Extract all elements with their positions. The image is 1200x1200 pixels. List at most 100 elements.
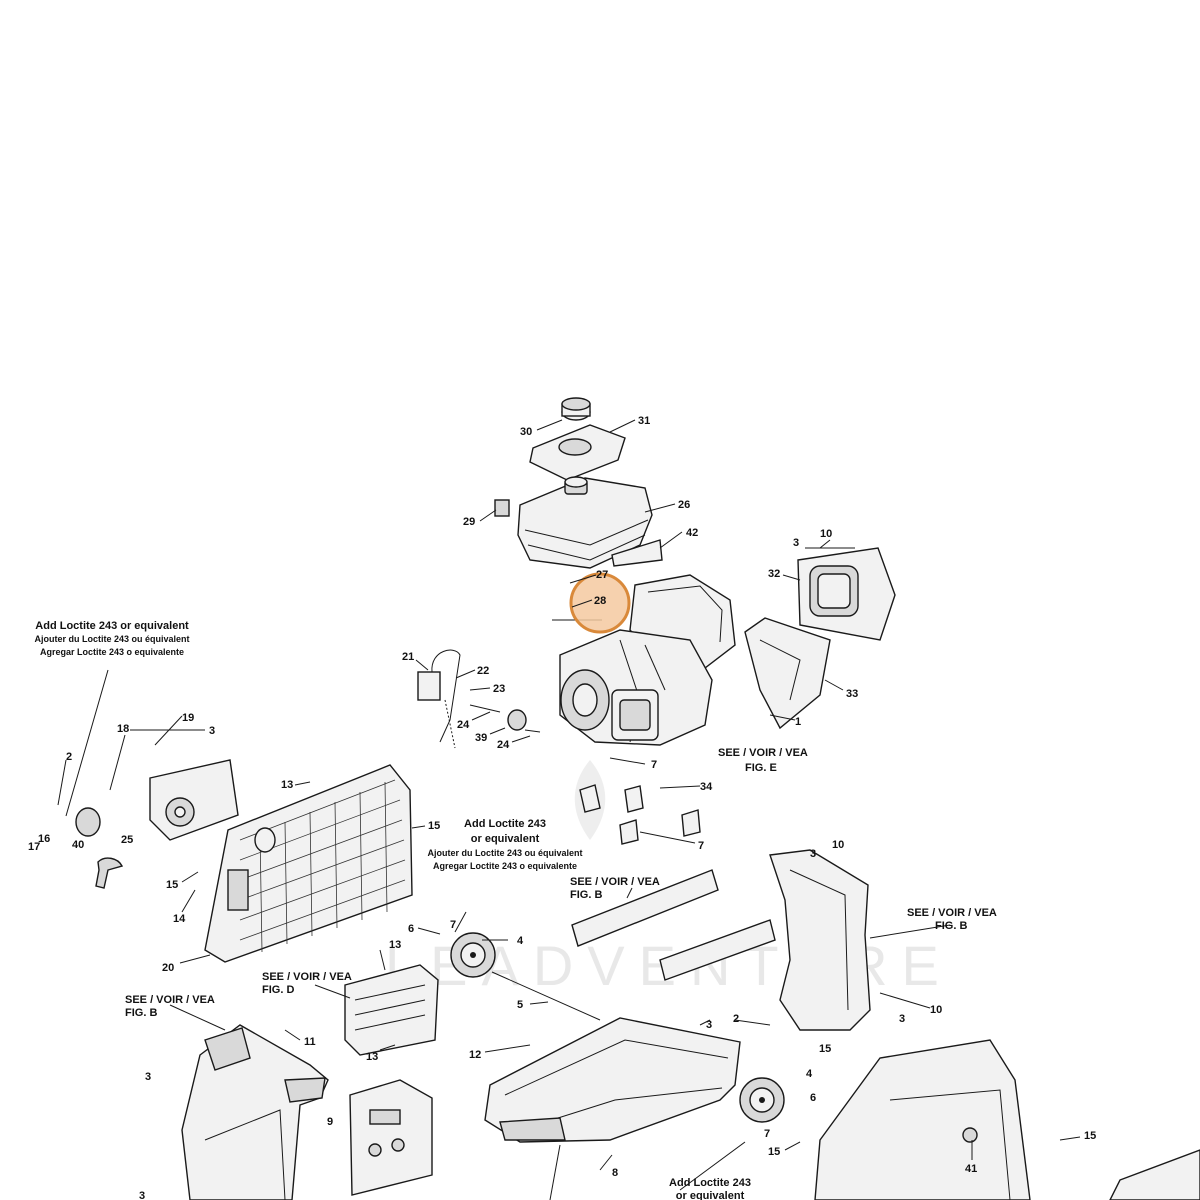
svg-text:Agregar Loctite 243 o equivale: Agregar Loctite 243 o equivalente — [40, 647, 184, 657]
air-intake-cover[interactable] — [149, 759, 239, 841]
callout-21[interactable]: 21 — [402, 651, 414, 663]
callout-27[interactable]: 27 — [596, 569, 608, 581]
engine-block[interactable] — [559, 629, 713, 746]
callout-33[interactable]: 33 — [846, 688, 858, 700]
valve-knob[interactable] — [507, 709, 527, 731]
air-filter[interactable] — [611, 689, 659, 741]
note-see-fig-e: SEE / VOIR / VEA FIG. E — [718, 747, 808, 774]
callout-15-e[interactable]: 15 — [1084, 1130, 1096, 1142]
callout-25[interactable]: 25 — [121, 834, 133, 846]
callout-3-bottom[interactable]: 3 — [139, 1190, 145, 1200]
callout-13-b[interactable]: 13 — [389, 939, 401, 951]
callout-14[interactable]: 14 — [173, 913, 186, 925]
fuel-line-bracket[interactable] — [611, 539, 663, 567]
callout-labels: 30 31 29 26 42 27 28 10 3 32 33 1 21 22 … — [28, 415, 1096, 1200]
engine-mounts[interactable] — [579, 784, 701, 845]
bottom-right-panel[interactable] — [1109, 1149, 1200, 1200]
callout-5[interactable]: 5 — [517, 999, 523, 1011]
callout-23[interactable]: 23 — [493, 683, 505, 695]
callout-30[interactable]: 30 — [520, 426, 532, 438]
callout-15-b[interactable]: 15 — [166, 879, 178, 891]
callout-15-c[interactable]: 15 — [819, 1043, 831, 1055]
callout-15-a[interactable]: 15 — [428, 820, 440, 832]
control-panel[interactable] — [349, 1079, 433, 1196]
callout-8[interactable]: 8 — [612, 1167, 618, 1179]
callout-28[interactable]: 28 — [594, 595, 606, 607]
pull-start-handle[interactable] — [95, 857, 124, 889]
inverter-module[interactable] — [344, 964, 439, 1056]
callout-22[interactable]: 22 — [477, 665, 489, 677]
callout-31[interactable]: 31 — [638, 415, 650, 427]
callout-3-top[interactable]: 3 — [793, 537, 799, 549]
callout-1[interactable]: 1 — [795, 716, 801, 728]
svg-text:Add Loctite 243 or equivalent: Add Loctite 243 or equivalent — [35, 620, 189, 632]
svg-text:or equivalent: or equivalent — [676, 1190, 745, 1200]
callout-3-right[interactable]: 3 — [810, 848, 816, 860]
callout-4-b[interactable]: 4 — [806, 1068, 813, 1080]
axle[interactable] — [491, 971, 601, 1021]
fuel-valve-assembly[interactable] — [417, 649, 461, 749]
tank-grommet[interactable] — [494, 499, 510, 517]
fuel-tank-shroud[interactable] — [529, 424, 626, 481]
callout-34[interactable]: 34 — [700, 781, 713, 793]
callout-41[interactable]: 41 — [965, 1163, 977, 1175]
callout-3-left[interactable]: 3 — [209, 725, 215, 737]
callout-3-mid[interactable]: 3 — [706, 1019, 712, 1031]
highlight-marker[interactable] — [569, 572, 631, 634]
callout-20[interactable]: 20 — [162, 962, 174, 974]
callout-13-c[interactable]: 13 — [366, 1051, 378, 1063]
knob-16[interactable] — [75, 807, 101, 837]
callout-9[interactable]: 9 — [327, 1116, 333, 1128]
right-side-cover[interactable] — [814, 1039, 1031, 1200]
wheel-left[interactable] — [450, 932, 496, 978]
note-loctite-left: Add Loctite 243 or equivalent Ajouter du… — [34, 620, 189, 657]
callout-10-top[interactable]: 10 — [820, 528, 832, 540]
callout-11[interactable]: 11 — [304, 1036, 316, 1048]
callout-6-b[interactable]: 6 — [810, 1092, 816, 1104]
right-frame[interactable] — [769, 849, 871, 1031]
callout-24-b[interactable]: 24 — [497, 739, 510, 751]
callout-24-a[interactable]: 24 — [457, 719, 470, 731]
callout-12[interactable]: 12 — [469, 1049, 481, 1061]
callout-16[interactable]: 16 — [38, 833, 50, 845]
left-handle-panel[interactable] — [181, 1024, 329, 1200]
callout-3-low-left[interactable]: 3 — [145, 1071, 151, 1083]
muffler-cover[interactable] — [797, 547, 896, 641]
callout-42[interactable]: 42 — [686, 527, 698, 539]
callout-2-left[interactable]: 2 — [66, 751, 72, 763]
callout-6-a[interactable]: 6 — [408, 923, 414, 935]
note-loctite-bottom: Add Loctite 243 or equivalent — [669, 1177, 751, 1200]
wheel-right[interactable] — [739, 1077, 785, 1123]
callout-40[interactable]: 40 — [72, 839, 84, 851]
fuel-tank[interactable] — [517, 476, 653, 569]
callout-2-mid[interactable]: 2 — [733, 1013, 739, 1025]
callout-29[interactable]: 29 — [463, 516, 475, 528]
note-see-fig-b-mid: SEE / VOIR / VEA FIG. B — [570, 876, 660, 901]
callout-10-right[interactable]: 10 — [930, 1004, 942, 1016]
note-see-fig-d: SEE / VOIR / VEA FIG. D — [262, 971, 352, 996]
callout-3-right-low[interactable]: 3 — [899, 1013, 905, 1025]
muffler-heat-shield[interactable] — [744, 617, 831, 730]
note-see-fig-b-left: SEE / VOIR / VEA FIG. B — [125, 994, 215, 1019]
callout-39[interactable]: 39 — [475, 732, 487, 744]
callout-32[interactable]: 32 — [768, 568, 780, 580]
callout-7-a[interactable]: 7 — [651, 759, 657, 771]
callout-4-a[interactable]: 4 — [517, 935, 524, 947]
callout-18[interactable]: 18 — [117, 723, 129, 735]
callout-26[interactable]: 26 — [678, 499, 690, 511]
handle-tube[interactable] — [571, 869, 776, 981]
callout-13-a[interactable]: 13 — [281, 779, 293, 791]
fuel-cap[interactable] — [561, 397, 591, 421]
callout-19[interactable]: 19 — [182, 712, 194, 724]
callout-7-c[interactable]: 7 — [450, 919, 456, 931]
callout-15-d[interactable]: 15 — [768, 1146, 780, 1158]
base-chassis[interactable] — [484, 1017, 741, 1143]
callout-10-mid[interactable]: 10 — [832, 839, 844, 851]
left-side-panel[interactable] — [204, 764, 413, 963]
svg-text:SEE / VOIR / VEA: SEE / VOIR / VEA — [125, 994, 215, 1006]
callout-7-d[interactable]: 7 — [764, 1128, 770, 1140]
callout-7-b[interactable]: 7 — [698, 840, 704, 852]
callout-17[interactable]: 17 — [28, 841, 40, 853]
